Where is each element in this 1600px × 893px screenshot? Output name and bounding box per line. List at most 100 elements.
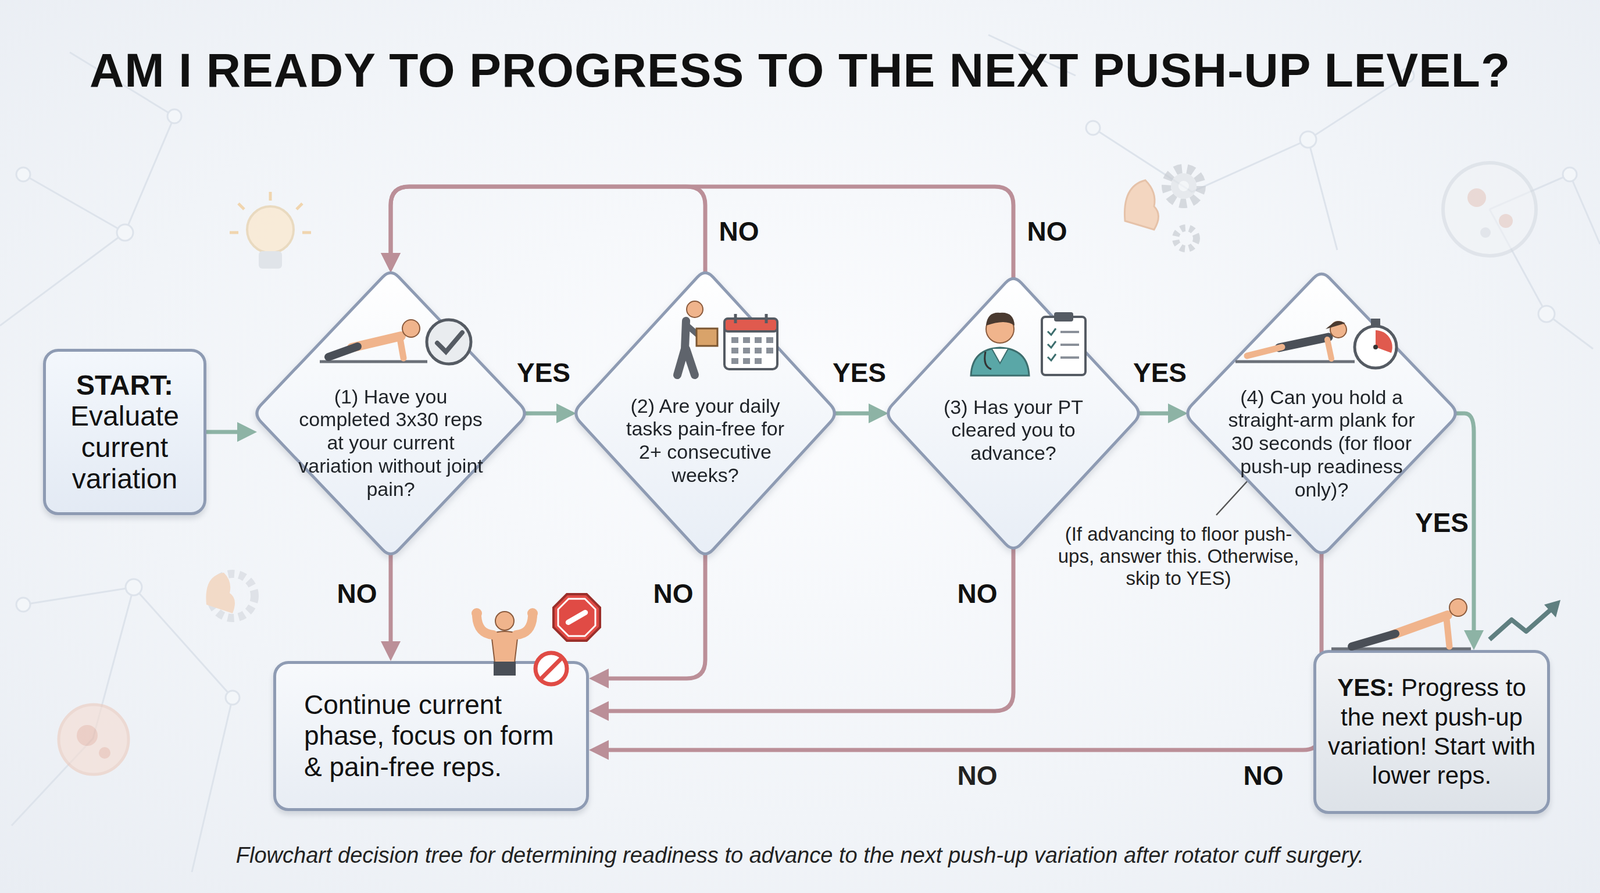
- decor-shape: [1443, 162, 1537, 256]
- lightbulb-decor: [229, 191, 312, 269]
- decor-shape: [731, 347, 739, 354]
- decor-shape: [0, 52, 175, 326]
- decor-shape: [731, 337, 774, 364]
- decor-shape: [540, 658, 562, 680]
- decor-shape: [471, 608, 482, 619]
- no-connector: [597, 554, 706, 679]
- decor-shape: [1489, 609, 1552, 640]
- diamond-shape: [888, 278, 1139, 548]
- edge-label: YES: [1415, 506, 1469, 539]
- edge-label: NO: [957, 577, 998, 610]
- decor-shape: [1331, 647, 1471, 651]
- decor-shape: [984, 351, 992, 370]
- decor-shape: [986, 315, 1014, 344]
- decor-shape: [1041, 316, 1086, 375]
- decor-shape: [1086, 120, 1100, 135]
- decor-shape: [1449, 598, 1467, 617]
- decor-shape: [1480, 227, 1491, 238]
- decor-shape: [754, 337, 762, 344]
- clipboard-icon: [1041, 312, 1086, 375]
- edge-label: NO: [337, 577, 378, 610]
- doctor-icon: [970, 312, 1030, 376]
- decor-shape: [991, 348, 1009, 364]
- diamond-text: (4) Can you hold a straight-arm plank fo…: [1221, 386, 1423, 502]
- decor-shape: [23, 174, 125, 233]
- decor-shape: [754, 347, 762, 354]
- strong-man-icon: [471, 608, 538, 676]
- decor-shape: [1166, 168, 1202, 204]
- process-box: Continue current phase, focus on form & …: [273, 661, 589, 812]
- plank-icon: [1235, 320, 1355, 362]
- decor-shape: [754, 358, 762, 364]
- result-text-part: YES:: [1337, 673, 1395, 702]
- decor-shape: [1325, 320, 1346, 330]
- yes-connector: [834, 411, 881, 416]
- decor-shape: [696, 328, 718, 346]
- decor-shape: [1354, 326, 1397, 369]
- decor-shape: [1308, 139, 1338, 250]
- decor-shape: [1047, 328, 1056, 361]
- decision-text: (2) Are your daily tasks pain-free for 2…: [612, 394, 798, 488]
- decision-diamond: (3) Has your PT cleared you to advance?: [882, 272, 1145, 555]
- no-connector: [390, 186, 706, 273]
- decor-shape: [351, 336, 402, 348]
- decor-shape: [476, 616, 533, 635]
- carry-box-icon: [677, 301, 718, 375]
- decor-shape: [167, 109, 182, 124]
- yes-connector: [524, 411, 569, 416]
- diamond-shape: [576, 272, 835, 554]
- decision-text: (1) Have you completed 3x30 reps at your…: [294, 385, 487, 502]
- decor-shape: [1375, 330, 1393, 353]
- decor-shape: [724, 318, 778, 370]
- decor-shape: [535, 652, 567, 685]
- decor-shape: [724, 318, 778, 332]
- edge-label: YES: [1133, 356, 1187, 389]
- decor-shape: [1327, 339, 1332, 359]
- decor-shape: [400, 338, 404, 359]
- decor-shape: [98, 747, 111, 759]
- decor-shape: [16, 167, 31, 182]
- gear-decor: [1124, 168, 1202, 249]
- result-text: YES:Progress to the next push-up variati…: [1321, 673, 1543, 791]
- decor-shape: [1175, 227, 1197, 249]
- trend-arrow-icon: [1489, 600, 1561, 640]
- decor-shape: [558, 598, 596, 637]
- decision-text: (4) Can you hold a straight-arm plank fo…: [1221, 386, 1423, 502]
- decor-shape: [986, 312, 1015, 326]
- network-dots: [16, 68, 1577, 705]
- decor-shape: [1330, 321, 1347, 338]
- decision-diamond: (2) Are your daily tasks pain-free for 2…: [570, 266, 841, 560]
- decor-shape: [1124, 180, 1159, 230]
- start-text: Evaluate current variation: [54, 400, 196, 495]
- leader-line: [1216, 481, 1248, 516]
- no-symbol-icon: [535, 652, 567, 685]
- annotation-note: (If advancing to floor push-ups, answer …: [1056, 523, 1301, 590]
- yes-connector: [206, 430, 249, 435]
- edge-label: NO: [719, 215, 760, 248]
- decor-shape: [988, 34, 1076, 76]
- decor-shape: [1235, 360, 1355, 364]
- calendar-icon: [724, 313, 778, 370]
- start-box: START:Evaluate current variation: [43, 348, 207, 516]
- decision-diamond: (1) Have you completed 3x30 reps at your…: [251, 266, 531, 560]
- decor-shape: [258, 251, 282, 269]
- diamond-shape: [1187, 273, 1456, 553]
- decor-shape: [731, 337, 739, 344]
- decision-text: (3) Has your PT cleared you to advance?: [926, 395, 1101, 466]
- decor-shape: [1467, 188, 1487, 207]
- decor-shape: [125, 579, 142, 596]
- decor-shape: [743, 358, 750, 364]
- progress-figure-icon: [1331, 598, 1471, 649]
- diamond-text: (3) Has your PT cleared you to advance?: [926, 395, 1101, 466]
- caption: Flowchart decision tree for determining …: [0, 843, 1600, 869]
- decor-shape: [225, 690, 240, 705]
- decor-shape: [1544, 600, 1561, 618]
- no-connector: [390, 186, 1014, 279]
- check-icon: [426, 319, 471, 364]
- decor-shape: [495, 611, 514, 631]
- decor-shape: [205, 572, 235, 614]
- edge-label: NO: [1243, 759, 1284, 792]
- decor-shape: [328, 346, 358, 357]
- no-connector: [388, 554, 394, 653]
